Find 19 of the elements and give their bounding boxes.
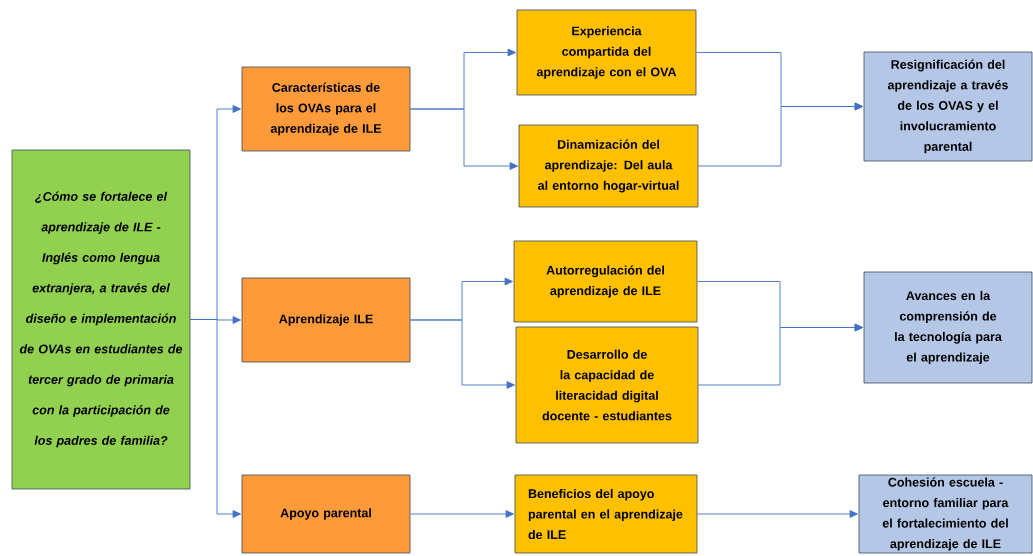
- subcategory-box: Desarrollo de la capacidad de literacidad digital docente - estudiantes: [515, 326, 699, 444]
- subcategory-box: Beneficios del apoyo parental en el aprendizaje de ILE: [514, 474, 698, 554]
- question-box: ¿Cómo se fortalece el aprendizaje de ILE - Inglés como lengua extranjera, a través del diseño e implementación de OVAs en estudiantes de tercer grado de primaria con la participación de los padres de familia?: [11, 149, 191, 490]
- category-box: Aprendizaje ILE: [241, 277, 411, 363]
- connector-arrow: [189, 319, 241, 518]
- connector-arrow: [409, 108, 518, 170]
- result-box: Avances en la comprensión de la tecnología para el aprendizaje: [863, 271, 1033, 384]
- subcategory-box: Dinamización del aprendizaje: Del aula al entorno hogar-virtual: [518, 124, 699, 208]
- connector-arrow: [697, 323, 863, 386]
- connector-arrow: [697, 102, 863, 167]
- category-box: Apoyo parental: [241, 474, 411, 554]
- subcategory-box: Autorregulación del aprendizaje de ILE: [513, 240, 698, 323]
- subcategory-box: Experiencia compartida del aprendizaje con el OVA: [516, 9, 697, 96]
- connector-arrow: [696, 510, 858, 518]
- connector-arrow: [409, 319, 515, 389]
- connector-arrow: [409, 510, 514, 518]
- category-box: Características de los OVAs para el aprendizaje de ILE: [241, 66, 411, 152]
- result-box: Cohesión escuela - entorno familiar para el fortalecimiento del aprendizaje de ILE: [858, 474, 1033, 554]
- result-box: Resignificación del aprendizaje a través de los OVAS y el involucramiento parental: [863, 51, 1033, 162]
